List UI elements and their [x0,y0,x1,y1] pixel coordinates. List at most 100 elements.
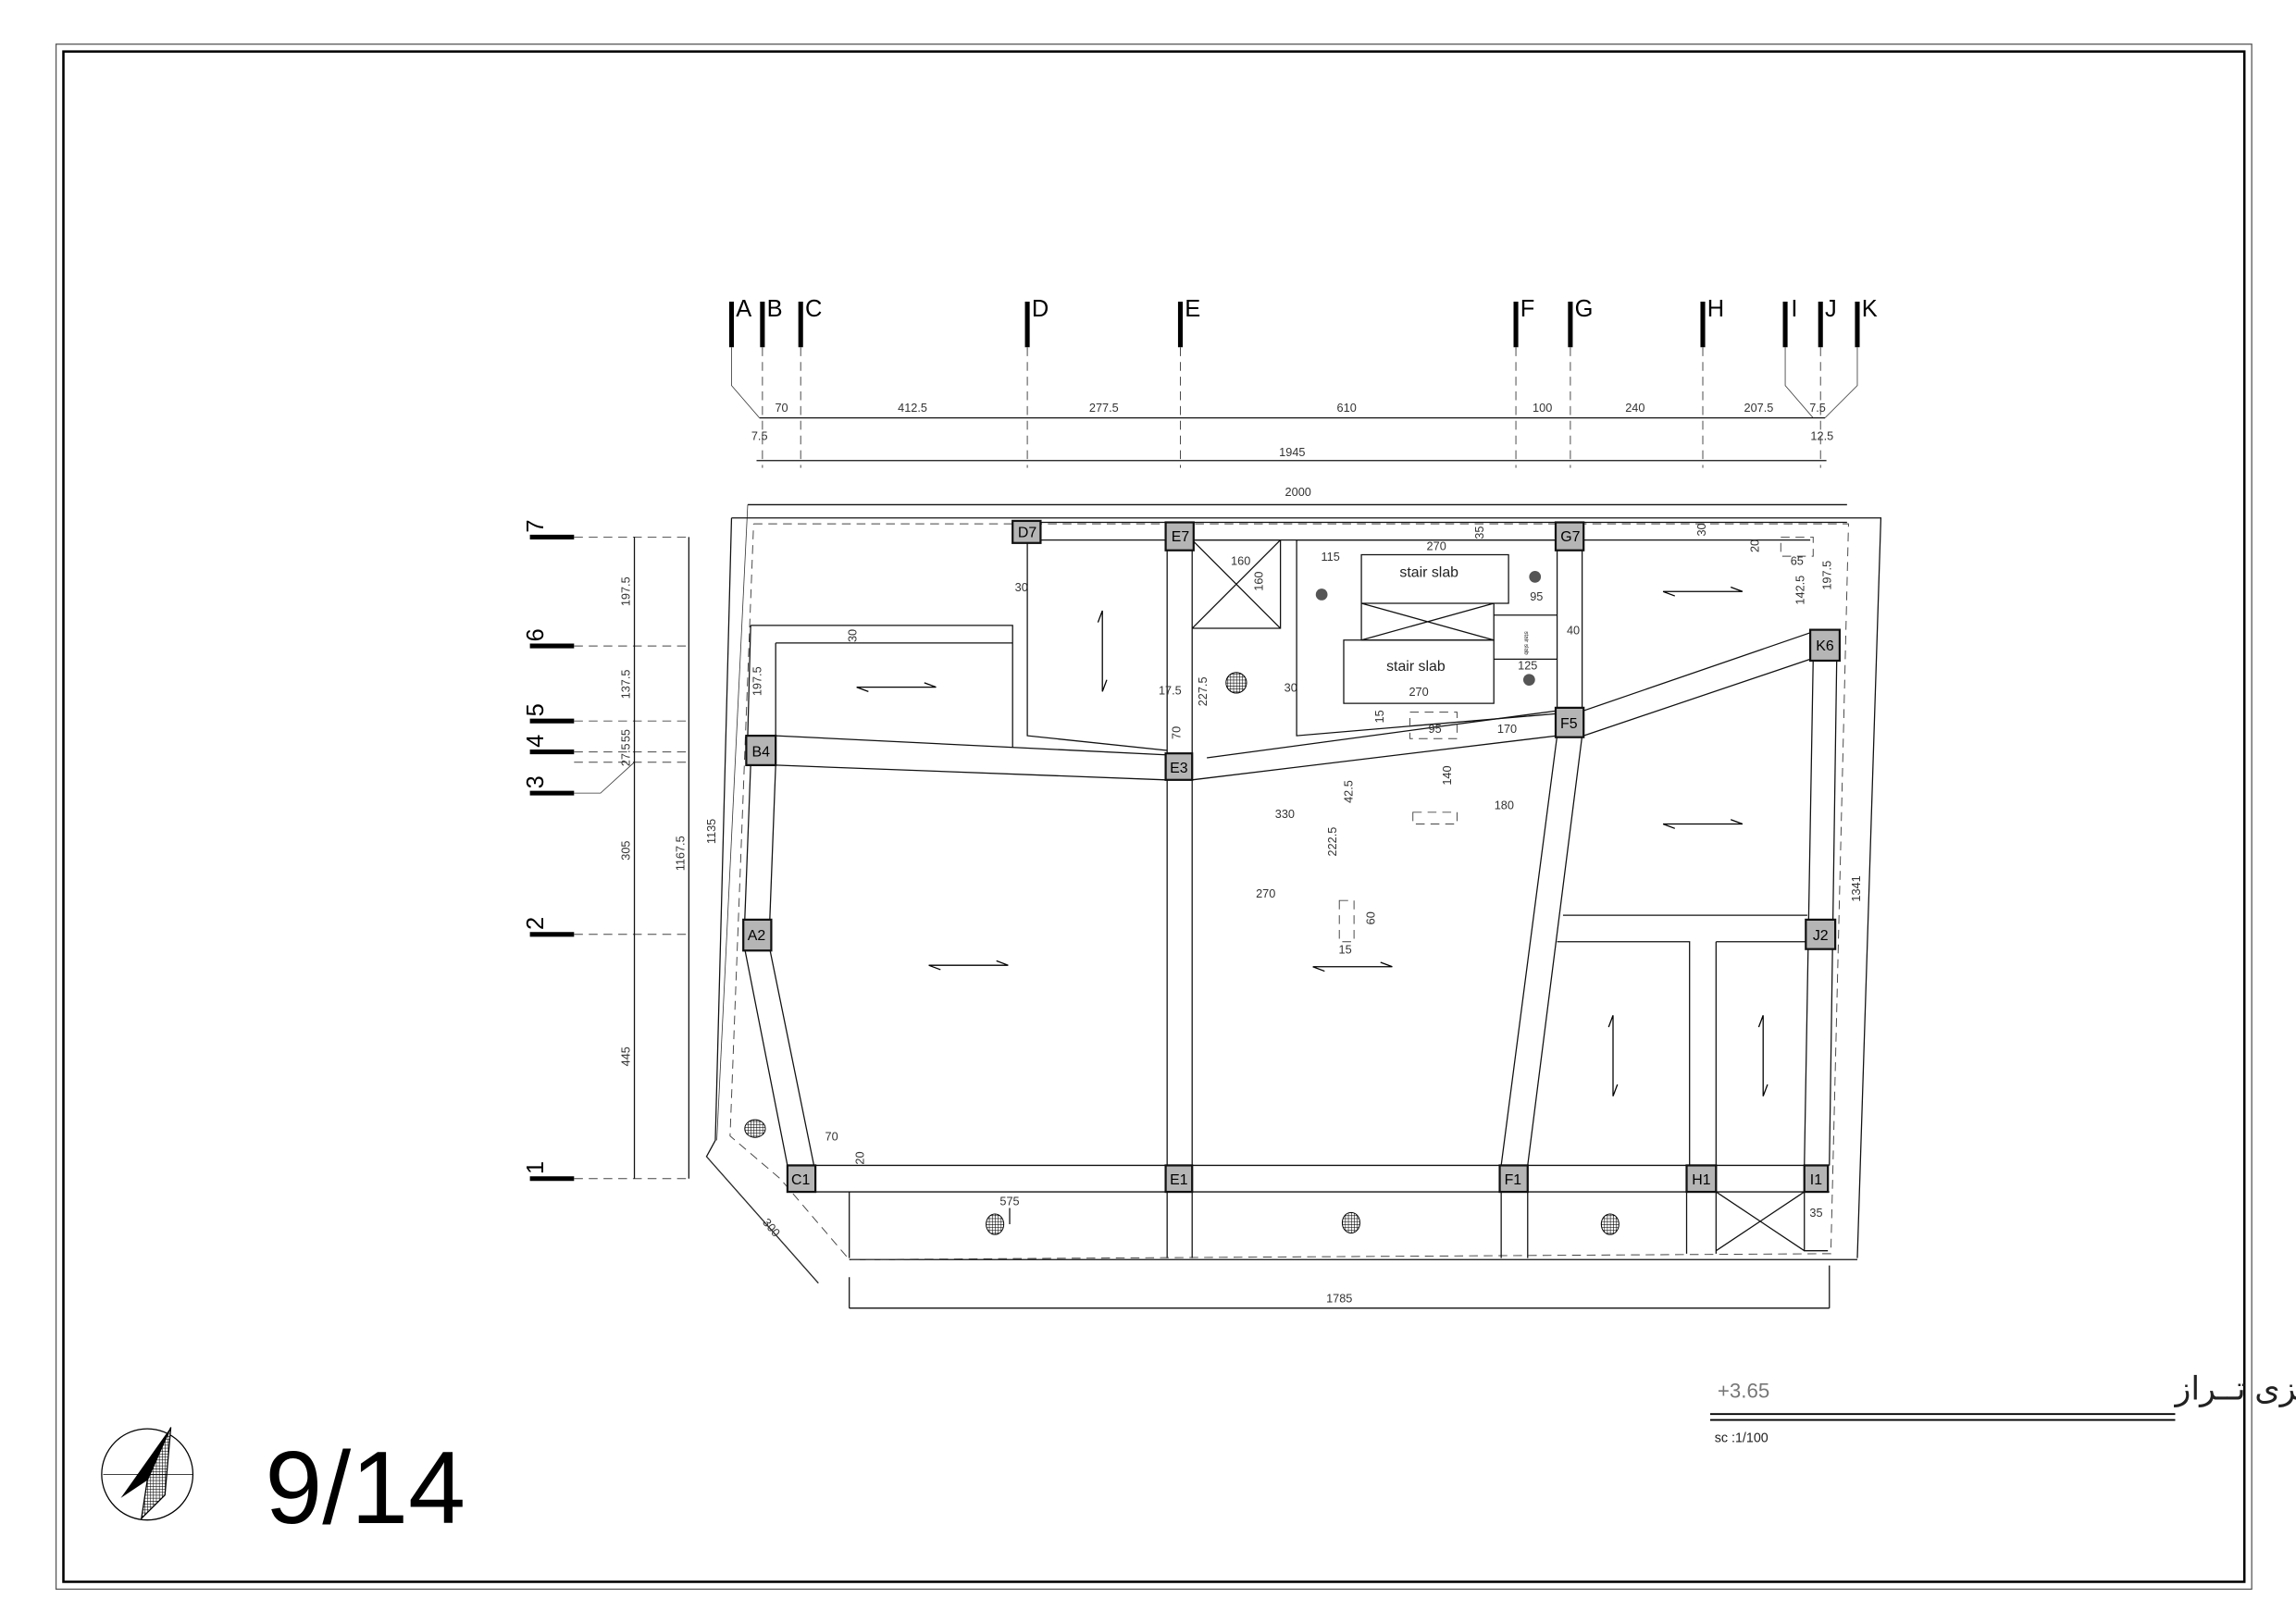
dim-text: 160 [1252,572,1266,591]
dim-text: 240 [1625,401,1644,415]
column-label: E7 [1172,529,1190,545]
dim-text: 30 [1015,580,1028,594]
dim-text: 30 [846,629,860,642]
grid-label-G: G [1575,296,1594,322]
column-label: H1 [1692,1172,1710,1188]
dim-text: 197.5 [1819,561,1833,590]
dim-text: 115 [1322,550,1340,564]
dim-text: 12.5 [1810,428,1833,442]
grid-label-5: 5 [523,703,549,716]
dim-text: 2000 [1285,485,1311,499]
stair-slab-label: stair slab [1523,631,1530,655]
dim-text: 20 [1747,539,1761,552]
dim-text: 575 [999,1194,1019,1208]
dim-text: 1785 [1326,1291,1352,1305]
dim-text: 15 [1372,710,1386,723]
grid-label-H: H [1707,296,1724,322]
grid-label-7: 7 [523,519,549,532]
dim-text: 20 [853,1151,867,1164]
grid-label-2: 2 [523,917,549,930]
dim-text: 137.5 [619,670,633,700]
dim-text: 40 [1567,623,1580,637]
drawing-title: پــلان تــیر ریــزی تــراز [2173,1370,2296,1407]
dim-text: 7.5 [1809,401,1826,415]
grid-label-K: K [1862,296,1878,322]
dim-text: 95 [1429,722,1442,736]
dim-text: 610 [1337,401,1357,415]
dim-text: 140 [1440,765,1454,785]
dim-text: 1945 [1279,445,1305,459]
grid-column-markers: A B C D E F G H I J K [728,296,1878,468]
stair-slab-label: stair slab [1399,564,1458,580]
dim-text: 15 [1339,942,1352,956]
span-arrows [856,586,1769,1096]
dim-text: 222.5 [1325,827,1339,857]
dim-text: 227.5 [1196,676,1210,706]
dim-text: 7.5 [751,428,768,442]
dim-text: 100 [1533,401,1552,415]
dim-text: 70 [1169,726,1183,739]
column-label: A2 [748,928,766,944]
level-value: +3.65 [1718,1380,1769,1403]
grid-label-F: F [1520,296,1535,322]
dim-text: 30 [1694,523,1708,536]
dim-text: 330 [1275,807,1295,821]
dim-text: 197.5 [619,576,633,606]
grid-label-E: E [1185,296,1200,322]
dim-text: 95 [1530,589,1543,603]
column-label: C1 [791,1172,810,1188]
dim-text: 305 [619,841,633,861]
grid-label-I: I [1791,296,1797,322]
column-label: K6 [1816,638,1834,654]
grid-label-1: 1 [523,1161,549,1174]
column-label: E1 [1170,1172,1188,1188]
sheet-number: 9/14 [265,1430,465,1545]
dim-text: 270 [1427,539,1446,553]
dim-text: 180 [1495,799,1514,812]
hatched-openings [744,571,1620,1235]
dim-text: 17.5 [1159,684,1182,698]
dim-text: 197.5 [750,666,763,696]
stair-slab-label: stair slab [1386,659,1446,675]
dim-text: 160 [1231,554,1250,568]
dim-text: 445 [619,1047,633,1066]
dim-text: 412.5 [898,401,927,415]
column-label: J2 [1813,928,1829,944]
grid-label-J: J [1825,296,1837,322]
beams [744,521,1847,1258]
grid-label-B: B [767,296,783,322]
dim-text: 70 [825,1129,838,1143]
dim-text: 65 [1791,554,1804,568]
dim-text: 207.5 [1744,401,1774,415]
building-outline [705,517,1882,1284]
scale-label: sc :1/100 [1715,1431,1769,1445]
dim-text: 1135 [704,819,718,844]
dim-text: 170 [1497,722,1517,736]
column-label: D7 [1018,525,1036,540]
dim-text: 60 [1363,911,1377,924]
column-label: I1 [1810,1172,1822,1188]
title-underline [1709,1413,2176,1421]
dim-text: 1167.5 [674,836,688,871]
dim-text: 35 [1472,527,1486,539]
grid-label-6: 6 [523,628,549,641]
column-label: E3 [1170,761,1188,776]
dim-text: 70 [775,401,788,415]
north-arrow-icon [101,1427,194,1521]
grid-row-markers: 7 6 5 4 3 2 1 197.5 137.5 55 27.5 305 44… [523,504,749,1182]
structural-columns: D7 E7 G7 K6 B4 E3 F5 A2 J2 C1 E1 F1 H1 I… [742,519,1842,1194]
column-label: B4 [752,744,771,760]
dim-text: 277.5 [1089,401,1119,415]
dim-text: 270 [1256,886,1275,900]
dim-text: 125 [1518,659,1537,673]
dim-text: 300 [760,1216,783,1240]
dim-text: 27.5 [619,743,633,766]
top-dimensions: 70 412.5 277.5 610 100 240 207.5 7.5 7.5… [747,401,1847,506]
dim-text: 42.5 [1342,780,1356,803]
dim-text: 270 [1409,685,1428,699]
dim-text: 1341 [1849,875,1863,901]
grid-label-4: 4 [523,735,549,748]
grid-label-A: A [736,296,751,322]
dim-text: 142.5 [1793,576,1807,605]
